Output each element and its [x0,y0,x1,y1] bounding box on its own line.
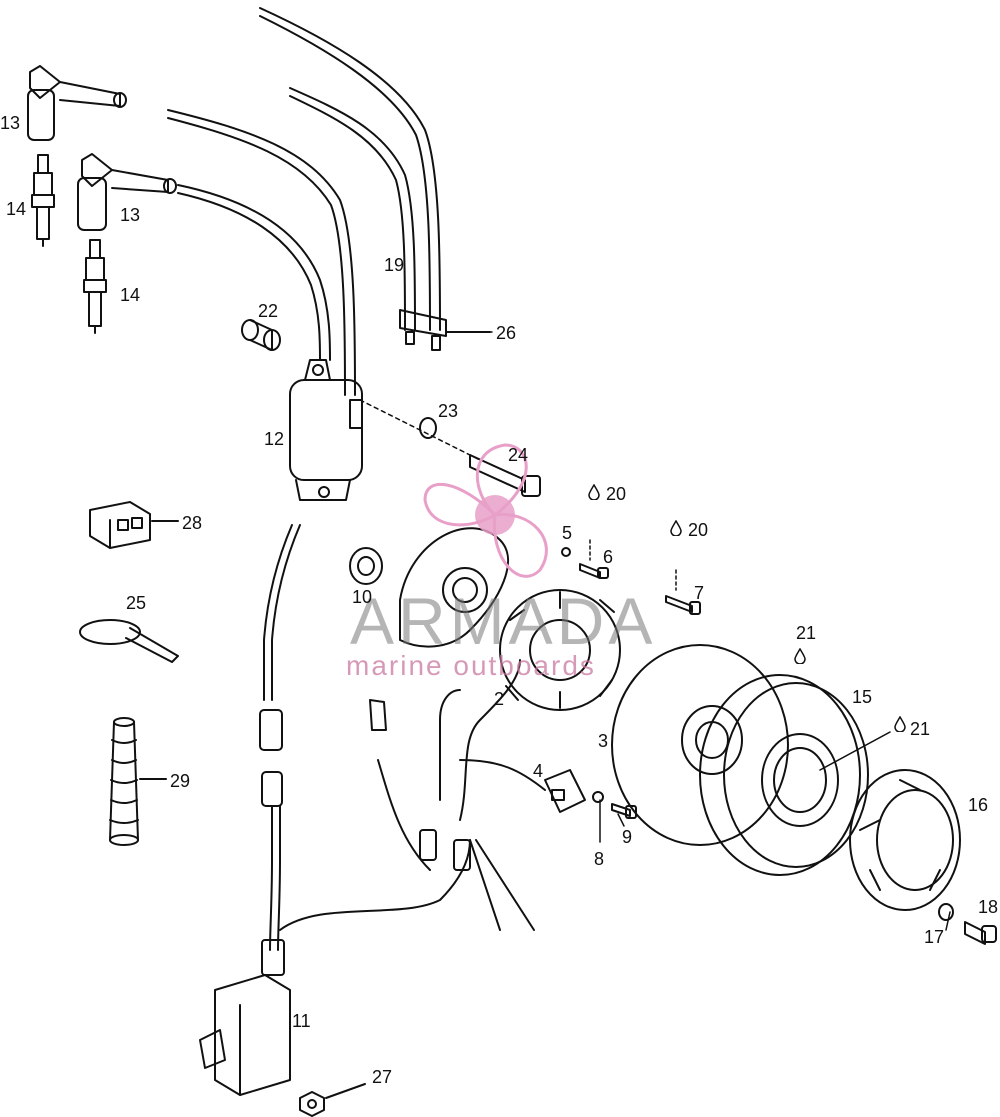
lubricant-drop-icon [894,716,906,732]
ignition-cables [167,7,441,396]
callout-29: 29 [170,771,191,791]
connector-housing [89,501,179,549]
spark-plug [83,239,107,334]
screw [665,595,701,615]
callout-17: 17 [924,927,945,947]
ignition-coil [289,359,363,501]
flywheel [611,644,789,846]
callout-13: 13 [120,205,141,225]
callout-21: 21 [796,623,817,643]
callout-22: 22 [258,301,279,321]
callout-5: 5 [562,523,573,543]
callout-2: 2 [494,689,505,709]
callout-12: 12 [264,429,285,449]
stator [499,589,621,711]
callout-13: 13 [0,113,21,133]
starter-cup [849,769,961,911]
callout-25: 25 [126,593,147,613]
trigger-pickup [544,769,586,813]
lubricant-drop-icon [670,520,682,536]
callout-19: 19 [384,255,405,275]
lubricant-drop-icon [588,484,600,500]
washer [938,903,954,921]
callout-20: 20 [688,520,709,540]
callout-9: 9 [622,827,633,847]
callout-14: 14 [6,199,27,219]
callout-28: 28 [182,513,203,533]
callout-11: 11 [292,1011,311,1031]
wire-sleeve [109,717,167,846]
cable-tie [79,619,179,663]
brand-tagline: marine outboards [346,650,596,681]
spark-plug [31,154,55,247]
leader-lines [139,331,951,931]
flywheel-ring-gear [699,674,869,876]
screw [579,563,609,579]
callout-26: 26 [496,323,517,343]
lock-nut [299,1083,366,1117]
callout-8: 8 [594,849,605,869]
callout-27: 27 [372,1067,393,1087]
callout-3: 3 [598,731,609,751]
callout-20: 20 [606,484,627,504]
screw [611,803,637,819]
callout-21: 21 [910,719,931,739]
washer [592,791,604,803]
callout-16: 16 [968,795,989,815]
callout-10: 10 [352,587,373,607]
brand-wordmark: ARMADA [350,584,657,658]
cable-clamp [399,309,491,351]
callout-14: 14 [120,285,141,305]
lubricant-drop-icon [794,648,806,664]
wiring-harness [259,524,546,951]
starter-cup-bolt [964,921,997,945]
callout-15: 15 [852,687,873,707]
spacer-sleeve [241,319,281,351]
callout-4: 4 [533,761,544,781]
cdi-module [199,939,291,1096]
brand-logo [423,443,548,578]
callout-24: 24 [508,445,529,465]
washer [419,417,437,439]
washer [561,547,571,557]
callout-7: 7 [694,583,705,603]
callout-23: 23 [438,401,459,421]
rubber-grommet [349,547,383,585]
callout-18: 18 [978,897,999,917]
spark-plug-cap [27,65,127,141]
callout-6: 6 [603,547,614,567]
spark-plug-cap [77,153,177,231]
